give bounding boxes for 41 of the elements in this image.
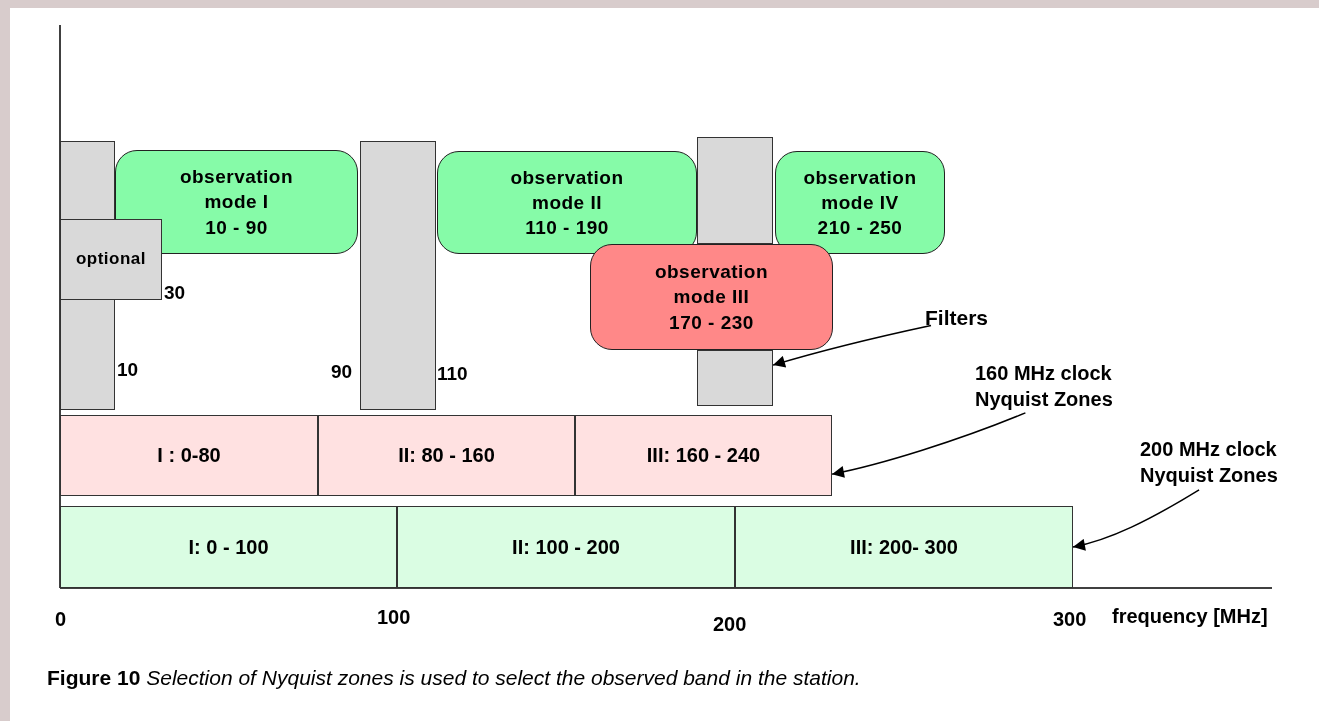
- marker-value: 110: [437, 363, 468, 385]
- nyquist-zone-box: [397, 506, 735, 588]
- marker-value: 30: [164, 282, 186, 304]
- box-label: observation mode II 110 - 190: [509, 165, 625, 241]
- optional-filter-box: [60, 219, 162, 300]
- figure-caption: Figure 10 Selection of Nyquist zones is used to select the observed band in the station.: [47, 666, 861, 690]
- box-label: III: 200- 300: [850, 534, 958, 560]
- box-label: III: 160 - 240: [646, 443, 761, 469]
- axis-tick-label: 100: [377, 606, 411, 629]
- box-label: I: 0 - 100: [188, 534, 269, 560]
- box-label: observation mode III 170 - 230: [653, 260, 770, 335]
- axis-tick-label: 300: [1053, 608, 1087, 631]
- filter-bar: [697, 350, 773, 406]
- nyquist-zone-box: [735, 506, 1073, 588]
- arrow: [772, 324, 932, 368]
- annotation-text: 200 MHz clock Nyquist Zones: [1140, 436, 1279, 488]
- axis-tick-label: 0: [55, 608, 67, 631]
- annotation-text: 160 MHz clock Nyquist Zones: [975, 360, 1114, 412]
- box-label: II: 100 - 200: [512, 534, 620, 560]
- observation-mode-box: [115, 150, 358, 254]
- nyquist-zone-box: [575, 415, 832, 496]
- filter-bar: [697, 137, 773, 244]
- nyquist-zone-box: [60, 415, 318, 496]
- nyquist-zone-box: [318, 415, 575, 496]
- box-label: optional: [74, 248, 148, 271]
- observation-mode-box: [437, 151, 697, 254]
- arrow: [1072, 489, 1200, 551]
- marker-value: 90: [331, 361, 353, 383]
- box-label: observation mode IV 210 - 250: [802, 165, 918, 241]
- observation-mode-box: [775, 151, 945, 254]
- filter-bar: [360, 141, 436, 410]
- arrow: [831, 412, 1027, 478]
- box-label: I : 0-80: [157, 443, 221, 469]
- annotation-text: Filters: [925, 305, 990, 332]
- marker-value: 10: [117, 359, 139, 381]
- observation-mode-box: [590, 244, 833, 350]
- axis-tick-label: 200: [713, 613, 747, 636]
- box-label: II: 80 - 160: [398, 443, 495, 469]
- nyquist-zone-box: [60, 506, 397, 588]
- box-label: observation mode I 10 - 90: [178, 165, 295, 240]
- axis-title: frequency [MHz]: [1112, 605, 1268, 628]
